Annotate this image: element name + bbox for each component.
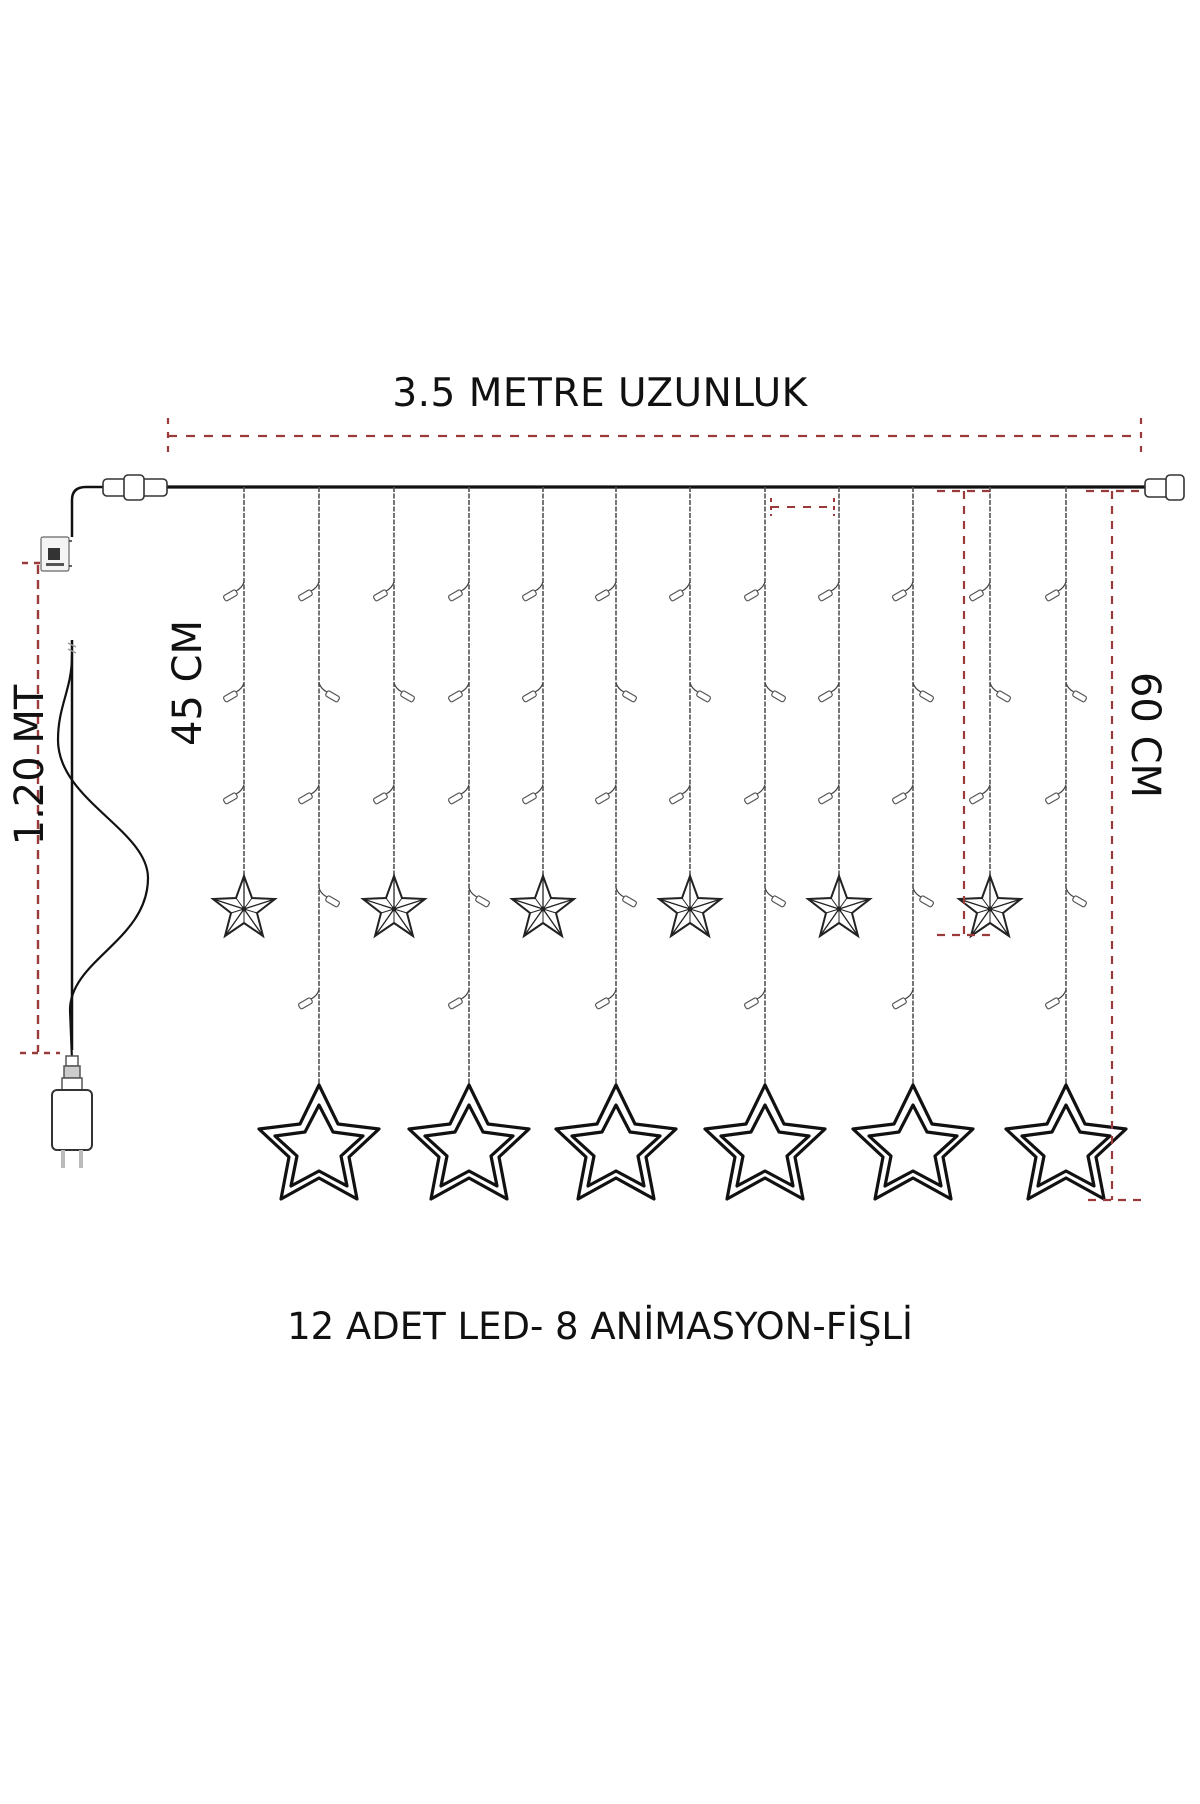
short-strand-dimension bbox=[937, 489, 993, 937]
product-spec-caption: 12 ADET LED- 8 ANİMASYON-FİŞLİ bbox=[287, 1305, 913, 1348]
left-connector-icon bbox=[102, 474, 168, 501]
long-strand-label: 60 CM bbox=[1122, 671, 1168, 799]
power-cable bbox=[56, 642, 150, 1061]
cable-length-dimension bbox=[20, 561, 60, 1055]
long-strand-dimension bbox=[1086, 489, 1142, 1202]
strand-spacing-dimension bbox=[770, 498, 835, 516]
cable-length-label: 1.20 MT bbox=[7, 684, 53, 846]
total-length-dimension bbox=[166, 418, 1143, 456]
strands bbox=[243, 487, 1067, 1085]
led-bulbs-long bbox=[297, 581, 1088, 1011]
right-connector-icon bbox=[1144, 474, 1185, 501]
short-strand-label: 45 CM bbox=[165, 619, 211, 747]
big-star-icons bbox=[257, 1083, 1128, 1201]
led-bulbs-short bbox=[222, 581, 1012, 806]
total-length-label: 3.5 METRE UZUNLUK bbox=[392, 371, 808, 416]
power-plug-icon bbox=[51, 1055, 93, 1168]
main-cable bbox=[70, 485, 1145, 1050]
controller-box-icon bbox=[40, 536, 72, 572]
